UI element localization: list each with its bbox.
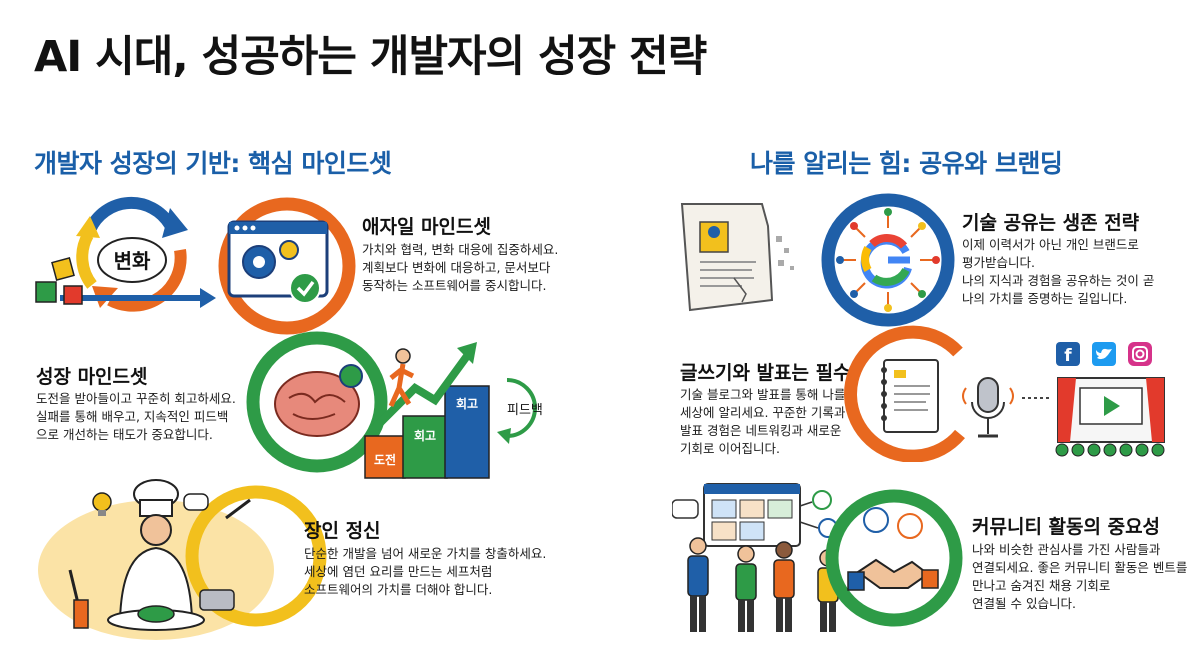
speech-bubble-icon	[183, 493, 209, 511]
bar-challenge	[364, 435, 406, 479]
feedback-arrow	[506, 378, 537, 438]
community-text: 나와 비슷한 관심사를 가진 사람들과 연결되세요. 좋은 커뮤니티 활동은 벤…	[972, 541, 1187, 613]
change-label: 변화	[114, 249, 151, 273]
agile-text: 가치와 협력, 변화 대응에 집중하세요. 계획보다 변화에 대응하고, 문서보…	[362, 241, 558, 295]
sharing-line: 이제 이력서가 아닌 개인 브랜드로	[962, 237, 1139, 252]
brain-gear-icon	[339, 364, 363, 388]
pot-icon	[199, 589, 235, 611]
change-cycle-illustration: 변화	[35, 197, 216, 312]
person-icon	[395, 348, 411, 364]
sharing-line: 나의 가치를 증명하는 길입니다.	[962, 291, 1128, 306]
bar-retro-1	[402, 415, 448, 479]
resume-illustration	[680, 203, 794, 312]
agile-ring-illustration	[218, 197, 356, 335]
feedback-label: 피드백	[507, 403, 543, 418]
resume-paper-icon	[680, 203, 774, 312]
agile-title: 애자일 마인드셋	[362, 216, 491, 238]
block-green	[35, 281, 57, 303]
craft-title: 장인 정신	[304, 520, 381, 542]
check-icon	[289, 272, 321, 304]
handshake-icon	[856, 558, 930, 589]
sharing-text: 이제 이력서가 아닌 개인 브랜드로 평가받습니다. 나의 지식과 경험을 공유…	[962, 236, 1154, 308]
chef-illustration	[38, 479, 327, 640]
chef-face	[140, 514, 172, 546]
agile-line: 계획보다 변화에 대응하고, 문서보다	[362, 260, 551, 275]
notebook-icon	[883, 359, 939, 433]
growth-title: 성장 마인드셋	[36, 366, 148, 388]
bar-label: 회고	[456, 396, 478, 411]
cycle-arrow-yellow	[76, 232, 97, 289]
community-line: 연결될 수 있습니다.	[972, 596, 1076, 611]
community-title: 커뮤니티 활동의 중요성	[972, 516, 1161, 538]
right-section-title: 나를 알리는 힘: 공유와 브랜딩	[750, 149, 1063, 178]
people-group-icon	[687, 537, 839, 632]
member-avatar-icon	[897, 513, 923, 539]
growth-line: 으로 개선하는 태도가 중요합니다.	[36, 427, 213, 442]
cycle-arrow-blue	[84, 197, 176, 233]
jar-icon	[73, 599, 89, 629]
community-line: 나와 비슷한 관심사를 가진 사람들과	[972, 542, 1161, 557]
google-brand-illustration	[821, 193, 955, 327]
bar-label: 도전	[374, 452, 396, 467]
craft-line: 단순한 개발을 넘어 새로운 가치를 창출하세요.	[304, 546, 547, 561]
writing-line: 발표 경험은 네트워킹과 새로운	[680, 423, 842, 438]
growth-line: 도전을 받아들이고 꾸준히 회고하세요.	[36, 391, 236, 406]
member-avatar-icon	[863, 507, 889, 533]
sharing-line: 나의 지식과 경험을 공유하는 것이 곧	[962, 273, 1155, 288]
craft-ring	[185, 485, 327, 627]
writing-ring-illustration	[844, 325, 965, 462]
growth-text: 도전을 받아들이고 꾸준히 회고하세요. 실패를 통해 배우고, 지속적인 피드…	[36, 390, 236, 444]
craft-line: 세상에 염던 요리를 만드는 세프처럼	[304, 564, 493, 579]
block-red	[63, 285, 83, 305]
craft-line: 소프트웨어의 가치를 더해야 합니다.	[304, 582, 493, 597]
chat-bubble-icon	[672, 499, 699, 519]
microphone-icon	[977, 377, 999, 413]
page-title: AI 시대, 성공하는 개발자의 성장 전략	[34, 32, 707, 82]
sharing-line: 평가받습니다.	[962, 255, 1035, 270]
block-yellow	[51, 257, 75, 281]
growth-line: 실패를 통해 배우고, 지속적인 피드백	[36, 409, 229, 424]
facebook-icon	[1056, 342, 1080, 366]
writing-ring	[844, 325, 965, 462]
community-illustration	[672, 483, 963, 632]
community-line: 연결되세요. 좋은 커뮤니티 활동은 벤트를	[972, 560, 1188, 575]
svg-text:f: f	[1064, 346, 1072, 366]
agile-line: 가치와 협력, 변화 대응에 집중하세요.	[362, 242, 559, 257]
writing-title: 글쓰기와 발표는 필수	[680, 362, 851, 384]
bar-retro-2	[444, 385, 490, 479]
lightbulb-icon	[92, 492, 112, 512]
instagram-icon	[1128, 342, 1152, 366]
sharing-ring	[821, 193, 955, 327]
sharing-title: 기술 공유는 생존 전략	[962, 212, 1140, 234]
writing-text: 기술 블로그와 발표를 통해 나를 세상에 알리세요. 꾸준한 기록과 발표 경…	[680, 386, 845, 458]
growth-ring	[246, 331, 388, 473]
brain-icon	[274, 371, 360, 437]
community-ring	[825, 489, 963, 627]
bar-label: 회고	[414, 428, 436, 443]
growth-illustration: 도전 회고 회고 피드백	[246, 331, 543, 479]
play-icon	[1104, 396, 1120, 416]
network-avatar-icon	[812, 490, 832, 510]
community-line: 만나고 숨겨진 채용 기회로	[972, 578, 1111, 593]
left-section-title: 개발자 성장의 기반: 핵심 마인드셋	[34, 149, 392, 178]
agile-line: 동작하는 소프트웨어를 중시합니다.	[362, 278, 547, 293]
writing-line: 세상에 알리세요. 꾸준한 기록과	[680, 405, 846, 420]
agile-ring	[218, 197, 356, 335]
craft-text: 단순한 개발을 넘어 새로운 가치를 창출하세요. 세상에 염던 요리를 만드는…	[304, 545, 546, 599]
presentation-illustration: f	[962, 342, 1165, 457]
chef-body	[118, 546, 194, 621]
writing-line: 기회로 이어집니다.	[680, 441, 780, 456]
writing-line: 기술 블로그와 발표를 통해 나를	[680, 387, 846, 402]
small-gear-icon	[279, 240, 299, 260]
